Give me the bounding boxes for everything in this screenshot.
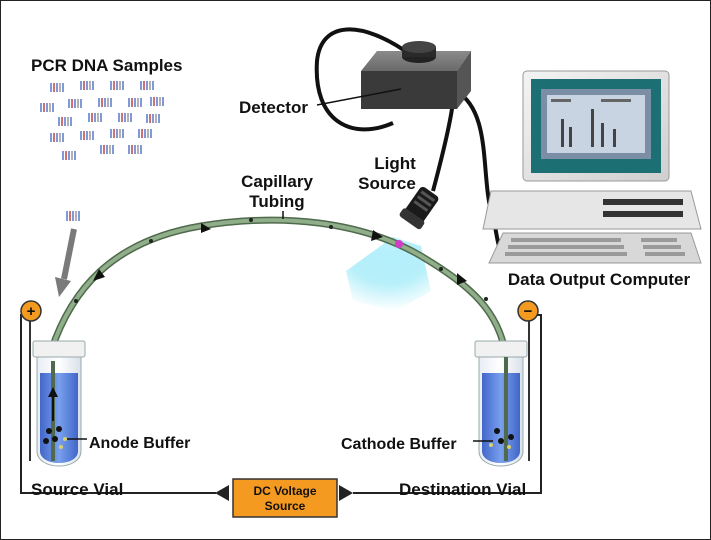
detector-pointer (316, 88, 402, 106)
detector-label: Detector (239, 98, 308, 117)
dna-fragment-icon (40, 81, 164, 221)
plus-sign: + (27, 303, 36, 320)
light-beam (346, 237, 431, 311)
cathode-buffer-label: Cathode Buffer (341, 436, 457, 453)
anode-buffer-label: Anode Buffer (89, 435, 190, 452)
capillary-label-line2: Tubing (249, 192, 304, 211)
injection-arrow (55, 228, 77, 297)
flow-arrow-icon (371, 230, 383, 241)
destination-vial (473, 340, 528, 467)
anode-terminal: + (20, 300, 42, 322)
pcr-samples-label: PCR DNA Samples (31, 56, 182, 75)
cathode-terminal: − (517, 300, 539, 322)
detection-window (395, 240, 403, 248)
dc-voltage-source: DC Voltage Source (232, 478, 338, 518)
data-output-computer (482, 70, 702, 264)
flow-arrow-icon (93, 269, 105, 281)
flow-arrow-icon (457, 273, 467, 285)
computer-label: Data Output Computer (508, 270, 691, 289)
detector-box (314, 27, 501, 247)
wire-arrow-right (339, 485, 353, 501)
destination-vial-label: Destination Vial (399, 480, 526, 499)
light-source-label-line1: Light (374, 154, 416, 173)
source-vial (32, 340, 87, 467)
capillary-label-line1: Capillary (241, 172, 313, 191)
dna-samples-cluster (40, 81, 164, 297)
dc-voltage-label-line1: DC Voltage (253, 484, 316, 498)
capillary-tubing (47, 216, 510, 360)
minus-sign: − (524, 303, 533, 320)
dc-voltage-label-line2: Source (265, 499, 306, 513)
light-source-label-line2: Source (358, 174, 416, 193)
flow-arrow-icon (201, 223, 211, 233)
circuit-wires (20, 314, 542, 494)
wire-arrow-left (215, 485, 229, 501)
source-vial-label: Source Vial (31, 480, 123, 499)
